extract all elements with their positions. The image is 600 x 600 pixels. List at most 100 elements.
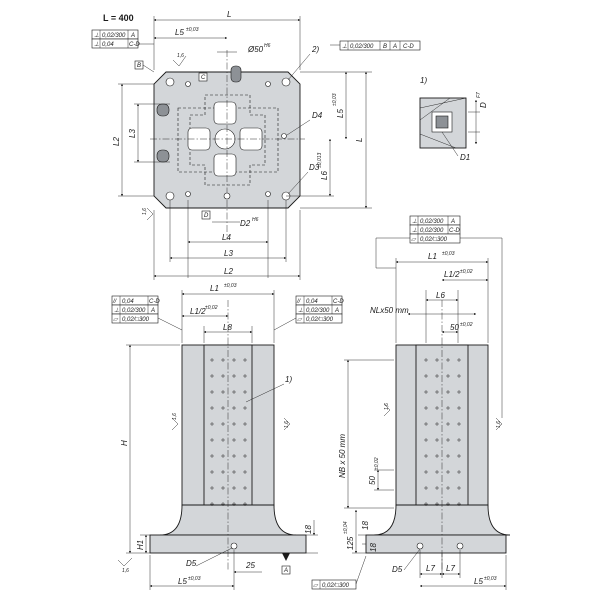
- grid-cross: [210, 406, 214, 410]
- hole-b1: [185, 191, 191, 197]
- dim-D2: D2: [240, 219, 251, 228]
- side-dim-125: 125: [346, 536, 355, 550]
- grid-cross: [446, 486, 450, 490]
- svg-text:0,02/□300: 0,02/□300: [420, 237, 448, 243]
- svg-text:B: B: [383, 44, 387, 50]
- top-view: L L5 ±0,03 Ø50 H6 1,6 2) B C D D2 H6 D4 …: [91, 10, 421, 280]
- front-dim-L5: L5: [178, 577, 187, 586]
- grid-cross: [424, 502, 428, 506]
- dim-D3: D3: [309, 163, 320, 172]
- grid-cross: [243, 390, 247, 394]
- grid-cross: [243, 438, 247, 442]
- side-dim-18a: 18: [361, 521, 370, 530]
- grid-cross: [221, 438, 225, 442]
- svg-text:A: A: [450, 219, 455, 225]
- grid-cross: [424, 454, 428, 458]
- svg-text:0,02/300: 0,02/300: [420, 219, 444, 225]
- grid-cross: [243, 454, 247, 458]
- side-dim-50v: 50: [368, 476, 377, 485]
- side-dim-18b: 18: [369, 543, 378, 552]
- grid-cross: [243, 486, 247, 490]
- front-dim-H: H: [120, 440, 129, 446]
- size-label: L = 400: [103, 13, 134, 23]
- hole-t2: [265, 81, 271, 87]
- hole-tl: [165, 77, 175, 87]
- grid-cross: [457, 470, 461, 474]
- grid-cross: [221, 390, 225, 394]
- grid-cross: [457, 486, 461, 490]
- front-dim-D5: D5: [186, 559, 197, 568]
- front-dim-18: 18: [304, 525, 313, 534]
- svg-text:⊥: ⊥: [94, 32, 99, 39]
- grid-cross: [457, 454, 461, 458]
- side-dim-L1-2: L1/2: [444, 270, 460, 279]
- grid-cross: [435, 486, 439, 490]
- grid-cross: [243, 422, 247, 426]
- fcf-side-bottom: ⏥ 0,02/□300: [311, 555, 367, 590]
- side-dim-L7a: L7: [426, 564, 435, 573]
- grid-cross: [424, 406, 428, 410]
- front-dim-L8: L8: [223, 323, 232, 332]
- side-dim-50: 50: [450, 323, 459, 332]
- datum-B: B: [137, 63, 141, 69]
- front-view: L1 ±0,03 L1/2 ±0,02 L8 1) H H1 18 1,6 1,…: [111, 283, 344, 590]
- dim-L5-right: L5: [336, 109, 345, 118]
- grid-cross: [232, 390, 236, 394]
- side-base: [365, 534, 507, 554]
- side-fillet: [373, 504, 511, 536]
- dim-L2-left: L2: [112, 137, 121, 146]
- side-dim-50-tol: ±0,02: [460, 322, 473, 328]
- grid-cross: [243, 502, 247, 506]
- side-dim-L5: L5: [474, 577, 483, 586]
- grid-cross: [446, 358, 450, 362]
- front-grid: [210, 358, 247, 506]
- svg-text:0,02/300: 0,02/300: [102, 33, 126, 39]
- side-grid: [424, 358, 461, 506]
- grid-cross: [457, 422, 461, 426]
- front-dim-H1: H1: [136, 540, 145, 550]
- side-dim-L5-tol: ±0,03: [484, 576, 497, 582]
- detail-view: 1) D F7 D1: [419, 76, 488, 162]
- grid-cross: [457, 502, 461, 506]
- detail-dia: D: [479, 102, 488, 108]
- svg-text:⏥: ⏥: [411, 237, 417, 243]
- dim-L6: L6: [320, 171, 329, 180]
- dim-L5-top: L5: [175, 28, 184, 37]
- svg-text:0,02/300: 0,02/300: [350, 44, 374, 50]
- grid-cross: [232, 470, 236, 474]
- grid-cross: [424, 422, 428, 426]
- svg-text:⊥: ⊥: [114, 307, 119, 314]
- svg-text:0,02/□300: 0,02/□300: [322, 583, 350, 589]
- fcf-side-top: ⊥ 0,02/300 A ⊥ 0,02/300 C-D ⏥ 0,02/□300: [375, 215, 503, 418]
- front-datum-A: A: [283, 568, 288, 574]
- side-dim-NBx50: NB x 50 mm: [338, 434, 347, 478]
- grid-cross: [221, 422, 225, 426]
- dim-L-top: L: [227, 10, 231, 19]
- hole-r1: [281, 133, 287, 139]
- grid-cross: [221, 358, 225, 362]
- rough-top-bottom: 1,6: [142, 208, 148, 215]
- grid-cross: [424, 470, 428, 474]
- side-rough-l: 1,6: [384, 403, 390, 410]
- slot-top: [230, 65, 242, 83]
- svg-text://: //: [112, 299, 118, 305]
- fcf-front-right: // 0,04 C-D ⊥ 0,02/300 A ⏥ 0,02/□300: [273, 295, 344, 331]
- grid-cross: [435, 422, 439, 426]
- grid-cross: [210, 486, 214, 490]
- svg-text:C-D: C-D: [449, 228, 460, 234]
- slot-lower: [156, 149, 170, 163]
- rough-top: 1,6: [177, 53, 184, 59]
- fcf-front-left: // 0,04 C-D ⊥ 0,02/300 A ⏥ 0,02/□300: [111, 295, 183, 331]
- front-rough-l: 1,6: [172, 413, 178, 420]
- grid-cross: [243, 406, 247, 410]
- svg-text:⊥: ⊥: [94, 41, 99, 48]
- dim-L2: L2: [224, 267, 233, 276]
- svg-text:A: A: [392, 44, 397, 50]
- grid-cross: [435, 406, 439, 410]
- grid-cross: [232, 358, 236, 362]
- grid-cross: [446, 502, 450, 506]
- grid-cross: [424, 374, 428, 378]
- hole-bl: [165, 191, 175, 201]
- svg-text:0,02/□300: 0,02/□300: [122, 317, 150, 323]
